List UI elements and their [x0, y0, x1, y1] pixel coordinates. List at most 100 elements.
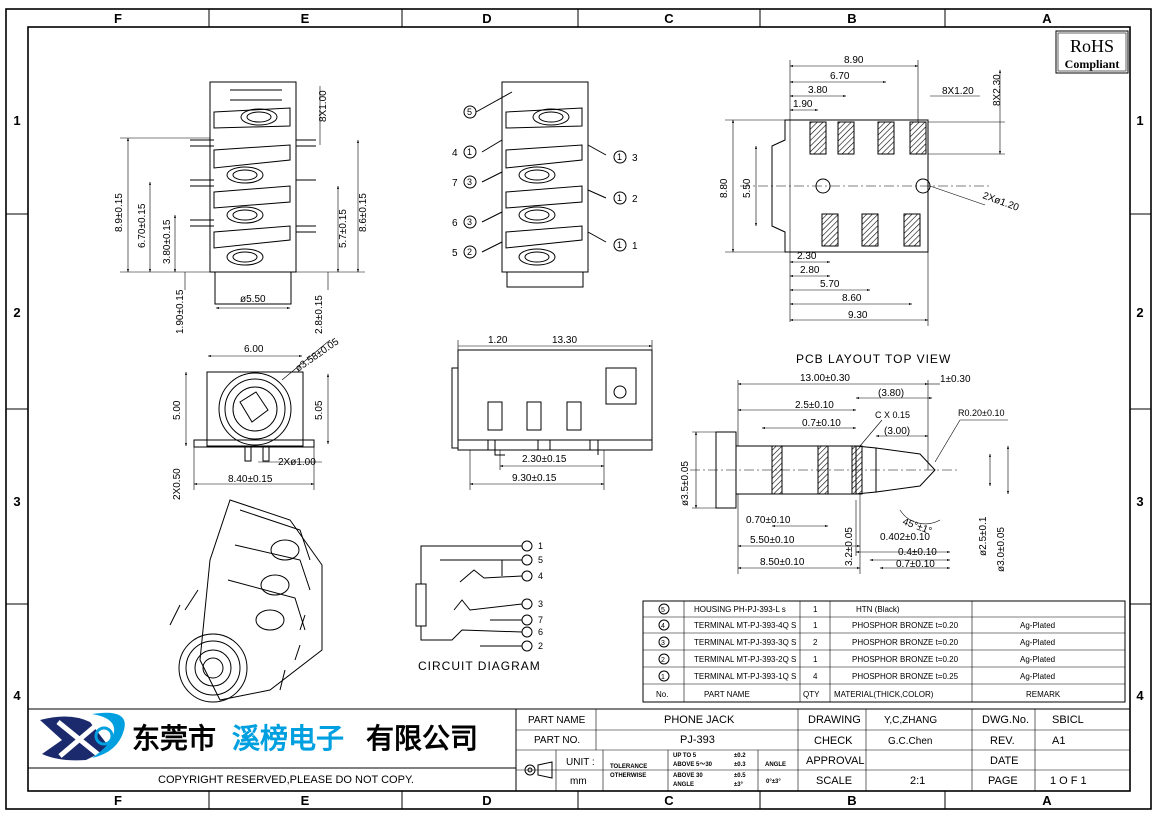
- check-value: G.C.Chen: [888, 736, 932, 747]
- rohs-badge: RoHS Compliant: [1055, 30, 1129, 74]
- dim-label: C X 0.15: [875, 410, 910, 420]
- bom-part: TERMINAL MT-PJ-393-2Q S: [694, 655, 796, 664]
- side-view: 1.20 13.30 2.30±0.15 9.30±0.15: [451, 335, 653, 490]
- col-label: F: [114, 793, 122, 808]
- pin-tag: 3: [467, 217, 472, 227]
- col-label: B: [847, 793, 856, 808]
- footprint-view: 8.90 6.70 3.80 1.90 8X1.20 8X2.30 8.80 5…: [719, 55, 1021, 326]
- unit-label: UNIT :: [566, 757, 595, 768]
- pin-number: 6: [452, 218, 458, 229]
- dim-label: ø2.5±0.1: [978, 516, 989, 556]
- tolerance-range: ANGLE: [673, 782, 694, 788]
- dim-label: 5.70: [820, 279, 840, 290]
- scale-value: 2:1: [910, 775, 925, 787]
- bom-no: 5: [661, 607, 665, 614]
- dim-label: 8X2.30: [992, 74, 1003, 106]
- part-no: PJ-393: [680, 734, 715, 746]
- pin-view: 5 4 1 7 3 6 3 5 2 1 3 1 2 1 1: [452, 81, 638, 288]
- dim-label: 0.7±0.10: [802, 418, 841, 429]
- dim-label: 8.40±0.15: [228, 474, 273, 485]
- bom-remark: Ag-Plated: [1020, 672, 1055, 681]
- callout-circle: 5: [463, 105, 477, 119]
- bom-qty: 1: [813, 605, 818, 614]
- dim-label: 9.30: [848, 310, 868, 321]
- grid-lines: [6, 9, 1151, 809]
- pin-number: 7: [452, 178, 458, 189]
- jack-face-view: 6.00 ø3.58±0.05 5.00 5.05 2Xø1.00 8.40±0…: [172, 336, 341, 500]
- part-name-label: PART NAME: [528, 715, 586, 726]
- dim-label: 2Xø1.00: [278, 457, 316, 468]
- page-label: PAGE: [988, 775, 1018, 787]
- col-label: C: [664, 11, 674, 26]
- tolerance-value: ±3°: [734, 782, 744, 788]
- angle-label: ANGLE: [765, 762, 786, 768]
- col-label: E: [301, 11, 310, 26]
- dim-label: 8.60: [842, 293, 862, 304]
- bom-head-qty: QTY: [803, 690, 820, 699]
- date-label: DATE: [990, 755, 1019, 767]
- dim-label: 8.80: [719, 178, 730, 198]
- circuit-pin: 7: [538, 615, 543, 625]
- part-name: PHONE JACK: [664, 714, 735, 726]
- col-label: A: [1042, 793, 1052, 808]
- dim-label: 2.30±0.15: [522, 454, 567, 465]
- col-label: F: [114, 11, 122, 26]
- company-name-suffix: 有限公司: [366, 722, 478, 755]
- row-label: 4: [13, 688, 21, 703]
- circuit-pin: 2: [538, 641, 543, 651]
- circuit-pin: 1: [538, 541, 543, 551]
- dim-label: 6.70: [830, 71, 850, 82]
- dim-label: ø5.50: [240, 294, 266, 305]
- dwg-label: DWG.No.: [982, 714, 1029, 726]
- tolerance-value: ±0.2: [734, 753, 746, 759]
- pin-number: 4: [452, 148, 458, 159]
- dim-label: 1.20: [488, 335, 508, 346]
- col-label: D: [482, 11, 491, 26]
- dim-label: 0.402±0.10: [880, 532, 930, 543]
- bom-qty: 4: [813, 672, 818, 681]
- approval-label: APPROVAL: [806, 755, 865, 767]
- dim-label: 8.9±0.15: [114, 193, 125, 232]
- circuit-pin: 4: [538, 571, 543, 581]
- tolerance-range: ABOVE 5～30: [673, 762, 713, 768]
- col-label: D: [482, 793, 491, 808]
- bom-part: TERMINAL MT-PJ-393-3Q S: [694, 638, 796, 647]
- dim-label: 8.90: [844, 55, 864, 66]
- bom-qty: 1: [813, 621, 818, 630]
- dim-label: 1.90: [793, 99, 813, 110]
- dim-label: 9.30±0.15: [512, 473, 557, 484]
- callout-number: 5: [467, 107, 472, 117]
- dim-label: 3.80±0.15: [162, 219, 173, 264]
- pin-number: 5: [452, 248, 458, 259]
- tolerance-label: TOLERANCE: [610, 764, 647, 770]
- pin-tag: 3: [467, 177, 472, 187]
- company-logo: [40, 712, 125, 761]
- circuit-diagram: 1 5 4 3 7 6 2 CIRCUIT DIAGRAM: [415, 540, 543, 673]
- bom-material: PHOSPHOR BRONZE t=0.25: [852, 672, 959, 681]
- dim-label: ø3.58±0.05: [293, 336, 341, 374]
- pin-tag: 1: [617, 193, 622, 203]
- tolerance-range: UP TO 5: [673, 753, 697, 759]
- bom-part: TERMINAL MT-PJ-393-1Q S: [694, 672, 796, 681]
- bom-remark: Ag-Plated: [1020, 638, 1055, 647]
- bom-head-material: MATERIAL(THICK,COLOR): [834, 690, 934, 699]
- front-view: 8X1.00 8.9±0.15 6.70±0.15 3.80±0.15 8.6±…: [114, 81, 369, 334]
- dim-label: 1.90±0.15: [175, 289, 186, 334]
- dim-label: 8X1.00: [318, 90, 329, 122]
- dim-label: 5.05: [314, 400, 325, 420]
- bom-remark: Ag-Plated: [1020, 655, 1055, 664]
- dim-label: 5.00: [172, 400, 183, 420]
- bom-no: 2: [661, 657, 665, 664]
- row-label: 3: [1136, 494, 1143, 509]
- pin-tag: 1: [617, 152, 622, 162]
- rev-value: A1: [1052, 735, 1065, 747]
- pin-number: 1: [632, 241, 638, 252]
- dim-label: 3.2±0.05: [844, 527, 855, 566]
- part-no-label: PART NO.: [534, 735, 580, 746]
- dwg-value: SBICL: [1052, 714, 1084, 726]
- row-label: 2: [1136, 305, 1143, 320]
- bom-material: PHOSPHOR BRONZE t=0.20: [852, 621, 959, 630]
- bom-no: 1: [661, 674, 665, 681]
